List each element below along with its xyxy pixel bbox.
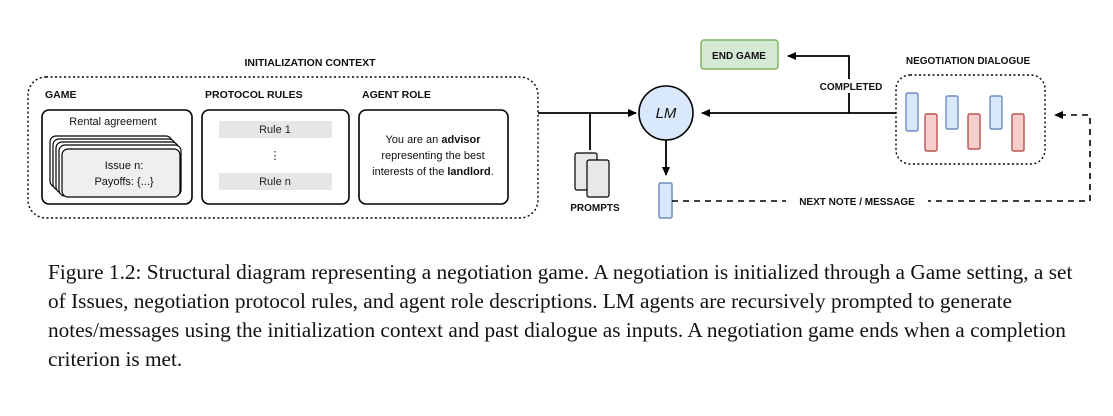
dialogue-messages [905,92,1025,152]
next-label-bg [786,194,928,208]
rules-ellipsis: ⋮ [270,150,281,162]
game-card-title: Rental agreement [69,116,156,128]
prompts-document-icon [574,152,610,198]
dialogue-box [895,74,1046,165]
lm-label: LM [656,105,677,122]
agent-role-header: AGENT ROLE [362,89,431,101]
protocol-header: PROTOCOL RULES [205,89,303,101]
message-blue [989,95,1003,130]
agent-role-line-2: representing the best [381,150,484,162]
next-note-loop-arrow [672,111,1091,202]
next-note-block [658,182,673,219]
init-context-label: INITIALIZATION CONTEXT [244,57,376,69]
negotiation-diagram: INITIALIZATION CONTEXT GAME Rental agree… [27,39,1091,219]
init-context-box [27,76,539,219]
message-red [967,113,981,150]
rule-1: Rule 1 [259,124,291,136]
issue-payoffs: Payoffs: {...} [94,176,153,188]
message-blue [945,95,959,130]
figure-caption: Figure 1.2: Structural diagram represent… [48,260,1073,371]
end-game-box [700,39,779,70]
prompts-label: PROMPTS [570,203,620,214]
end-game-label: END GAME [712,51,766,62]
dialogue-label: NEGOTIATION DIALOGUE [906,56,1031,67]
issue-title: Issue n: [105,160,144,172]
agent-role-box [358,109,509,205]
game-header: GAME [45,89,77,101]
agent-role-line-1: You are an advisor [385,134,481,146]
rule-1-bar [219,121,332,138]
completed-label: COMPLETED [820,82,883,93]
completed-label-bg [814,79,888,93]
rule-n-bar [219,173,332,190]
message-blue [905,92,919,132]
issue-card-stack [49,135,182,198]
completed-arrow [787,52,850,113]
message-red [1011,113,1025,152]
rule-n: Rule n [259,176,291,188]
next-note-label: NEXT NOTE / MESSAGE [799,197,915,208]
message-red [924,113,938,152]
agent-role-line-3: interests of the landlord. [372,166,494,178]
